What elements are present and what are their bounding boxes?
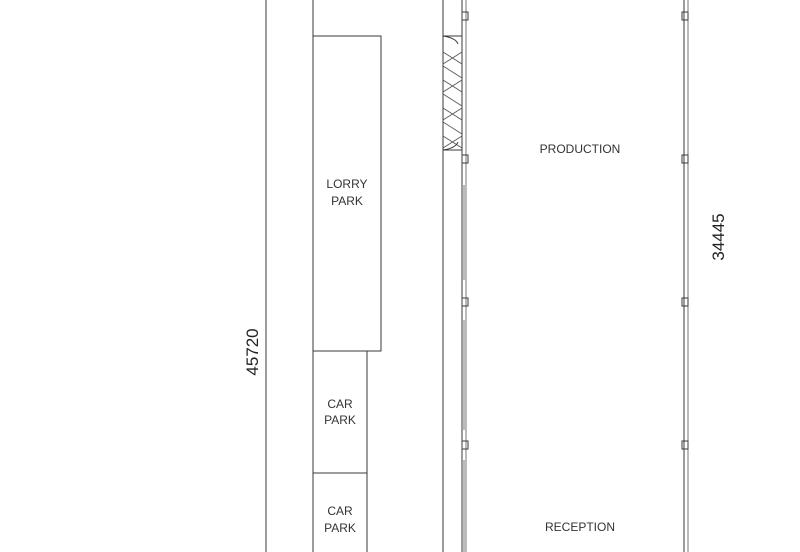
car-park-1-label-line1: CAR (327, 397, 353, 411)
column-left-3 (461, 297, 469, 307)
column-right-3 (681, 297, 689, 307)
loading-door-hatching (442, 35, 463, 151)
car-park-1-label-line2: PARK (324, 413, 356, 427)
column-right-2 (681, 154, 689, 164)
car-park-area-1 (312, 350, 368, 474)
column-left-2 (461, 154, 469, 164)
car-park-area-2 (312, 472, 368, 552)
lorry-park-label-line1: LORRY (326, 177, 367, 191)
car-park-2-label-line2: PARK (324, 521, 356, 535)
production-label: PRODUCTION (540, 142, 621, 156)
column-left-1 (461, 11, 469, 21)
car-park-2-label-line1: CAR (327, 504, 353, 518)
column-right-4 (681, 440, 689, 450)
lorry-park-label-line2: PARK (331, 194, 363, 208)
column-left-4 (461, 440, 469, 450)
building-length-dimension: 34445 (709, 213, 728, 260)
column-right-1 (681, 11, 689, 21)
reception-label: RECEPTION (545, 520, 615, 534)
site-length-dimension: 45720 (243, 328, 262, 375)
